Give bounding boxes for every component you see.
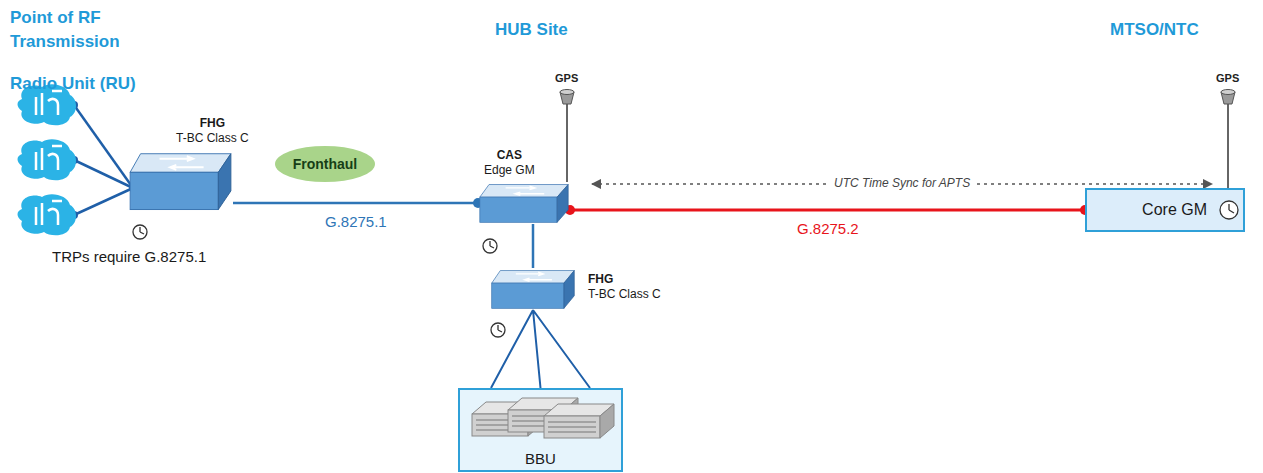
switch-heading: CASEdge GM [484,148,535,178]
note-label: TRPs require G.8275.1 [52,248,206,265]
sync-label: UTC Time Sync for APTS [828,176,976,190]
gps-antenna [560,90,574,183]
note-label: GPS [555,72,578,84]
switch-heading: FHGT-BC Class C [176,116,249,146]
device-name: FHG [176,116,249,131]
device-role: T-BC Class C [588,287,661,302]
ru-link-dots [70,101,137,219]
device-name: FHG [588,272,661,287]
protocol-label: G.8275.2 [794,220,862,237]
server-icons [472,398,614,438]
section-heading: MTSO/NTC [1110,18,1199,42]
ru-links [74,105,133,215]
device-name: CAS [484,148,535,163]
node-label: BBU [525,450,556,467]
note-label: GPS [1216,72,1239,84]
node-label: Core GM [1142,201,1207,219]
switch-box: CASEdge GM [478,182,570,224]
device-role: T-BC Class C [176,131,249,146]
section-heading: HUB Site [495,18,568,42]
node-label: Fronthaul [293,156,358,172]
switch-graphic [128,150,233,212]
clock-icons [133,201,1238,337]
section-heading: Radio Unit (RU) [10,72,136,96]
link-line [233,198,483,208]
device-role: Edge GM [484,163,535,178]
link-line [533,224,534,268]
radio-unit-icons [18,84,77,235]
network-ellipse: Fronthaul [275,146,375,182]
switch-graphic [490,268,576,310]
gps-antenna [1221,90,1235,189]
switch-heading: FHGT-BC Class C [588,272,661,302]
link-line [491,310,590,388]
switch-graphic [478,182,570,224]
switch-box: FHGT-BC Class C [128,150,233,212]
link-line [565,205,1090,215]
switch-box: FHGT-BC Class C [490,268,576,310]
protocol-label: G.8275.1 [322,213,390,230]
section-heading: Point of RF Transmission [10,6,160,54]
